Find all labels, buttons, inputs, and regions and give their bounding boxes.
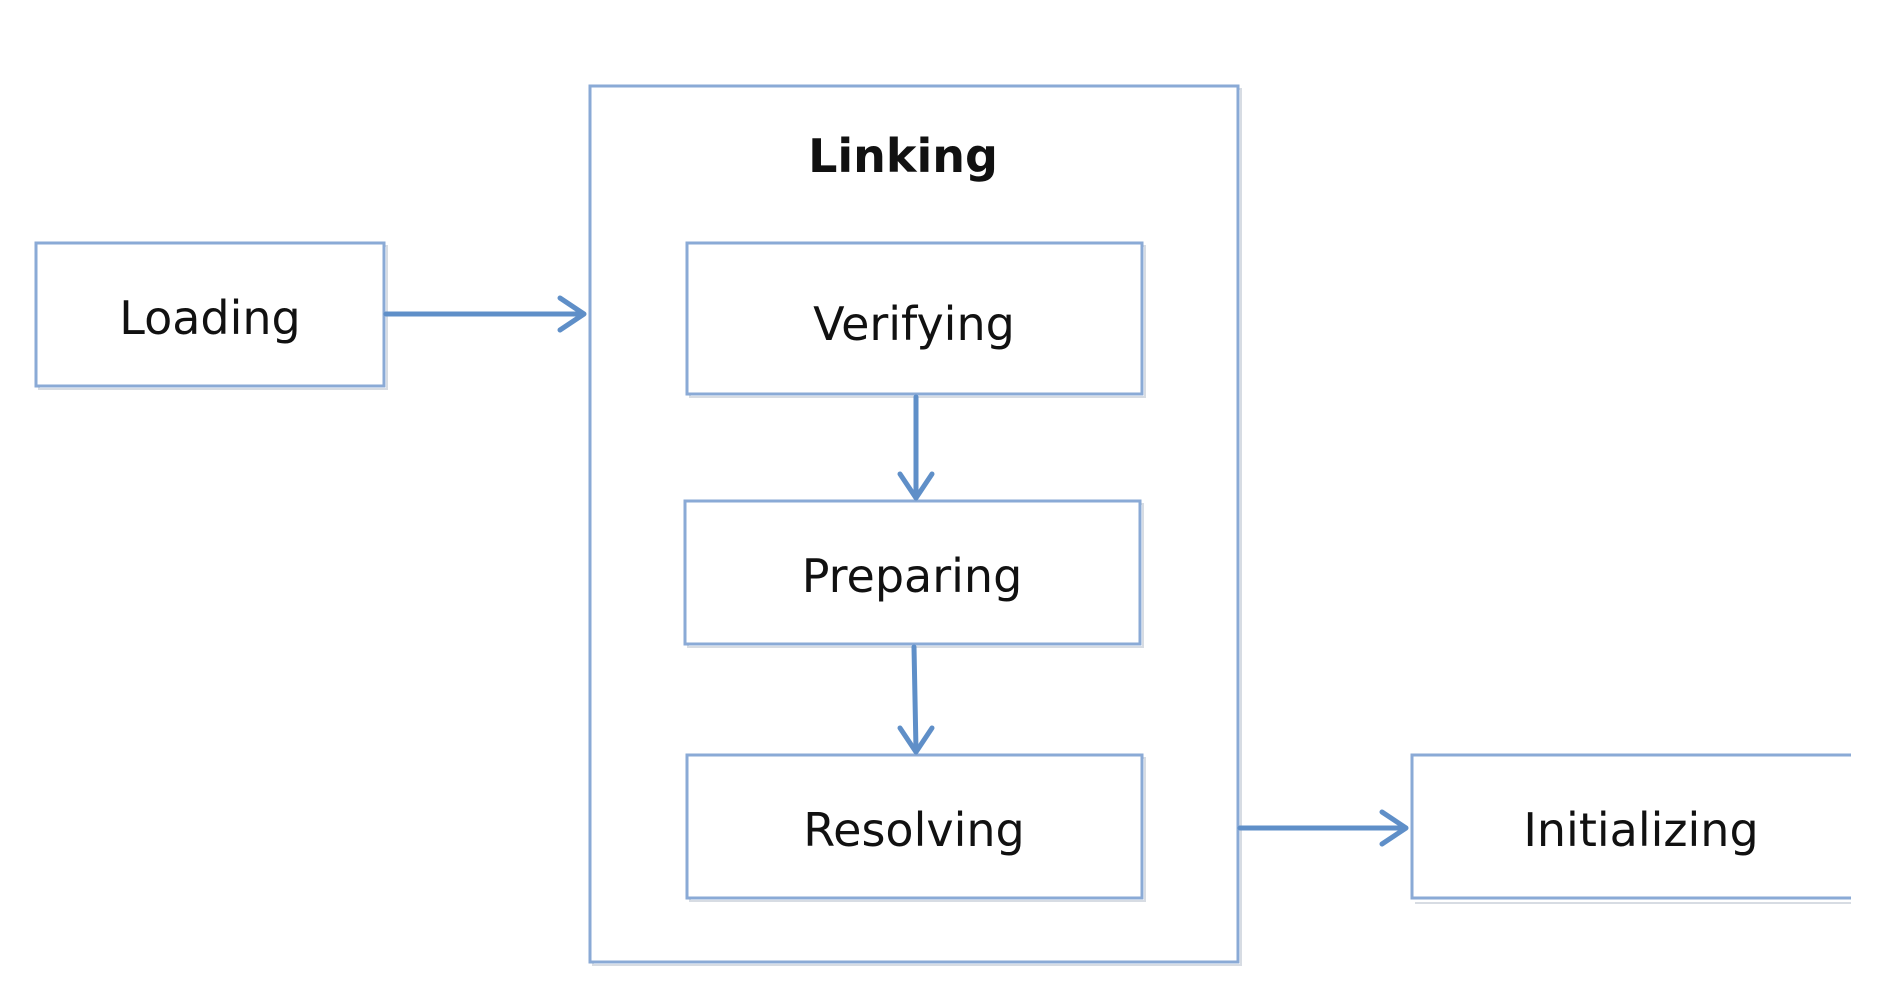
- resolving-label: Resolving: [803, 803, 1024, 857]
- loading-label: Loading: [119, 291, 300, 345]
- arrow-verifying-to-preparing: [897, 394, 935, 501]
- initializing-box: [1410, 753, 1851, 900]
- verifying-node: Verifying: [685, 241, 1146, 398]
- linking-title: Linking: [808, 129, 998, 183]
- arrow-preparing-to-resolving: [897, 644, 935, 755]
- preparing-box: [683, 499, 1142, 646]
- initializing-node: Initializing: [1410, 753, 1851, 904]
- resolving-box: [685, 753, 1144, 900]
- verifying-label: Verifying: [813, 297, 1015, 351]
- arrow-loading-to-linking: [383, 295, 587, 333]
- preparing-label: Preparing: [802, 549, 1023, 603]
- verifying-box: [685, 241, 1144, 396]
- initializing-label: Initializing: [1523, 803, 1758, 857]
- preparing-node: Preparing: [683, 499, 1144, 648]
- resolving-node: Resolving: [685, 753, 1146, 902]
- arrow-linking-to-initializing: [1237, 809, 1409, 847]
- loading-node: Loading: [34, 241, 388, 390]
